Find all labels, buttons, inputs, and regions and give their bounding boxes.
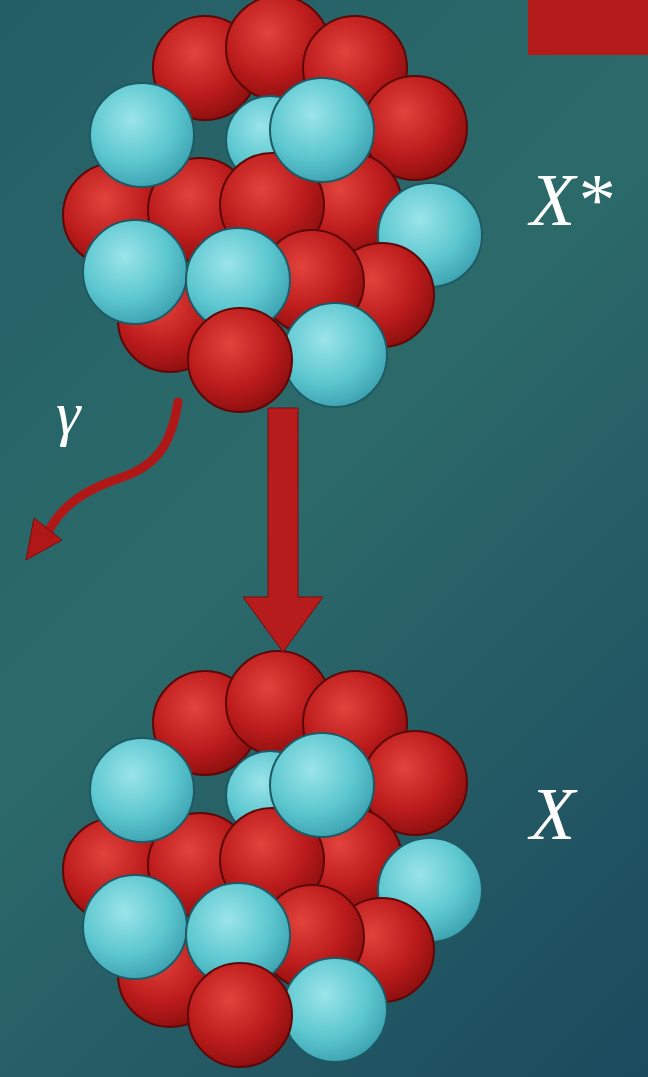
decay-arrow: [243, 408, 323, 652]
nucleus-node: X: [60, 652, 620, 1072]
nucleus-label: X: [530, 777, 575, 851]
nucleus-node: X*: [60, 5, 620, 408]
gamma-arrowhead: [26, 518, 62, 560]
gamma-label: γ: [56, 382, 80, 444]
corner-bar: [528, 0, 648, 55]
nucleus-label: X*: [530, 163, 612, 237]
excited-nucleus: [63, 0, 482, 412]
ground-nucleus: [63, 651, 482, 1067]
